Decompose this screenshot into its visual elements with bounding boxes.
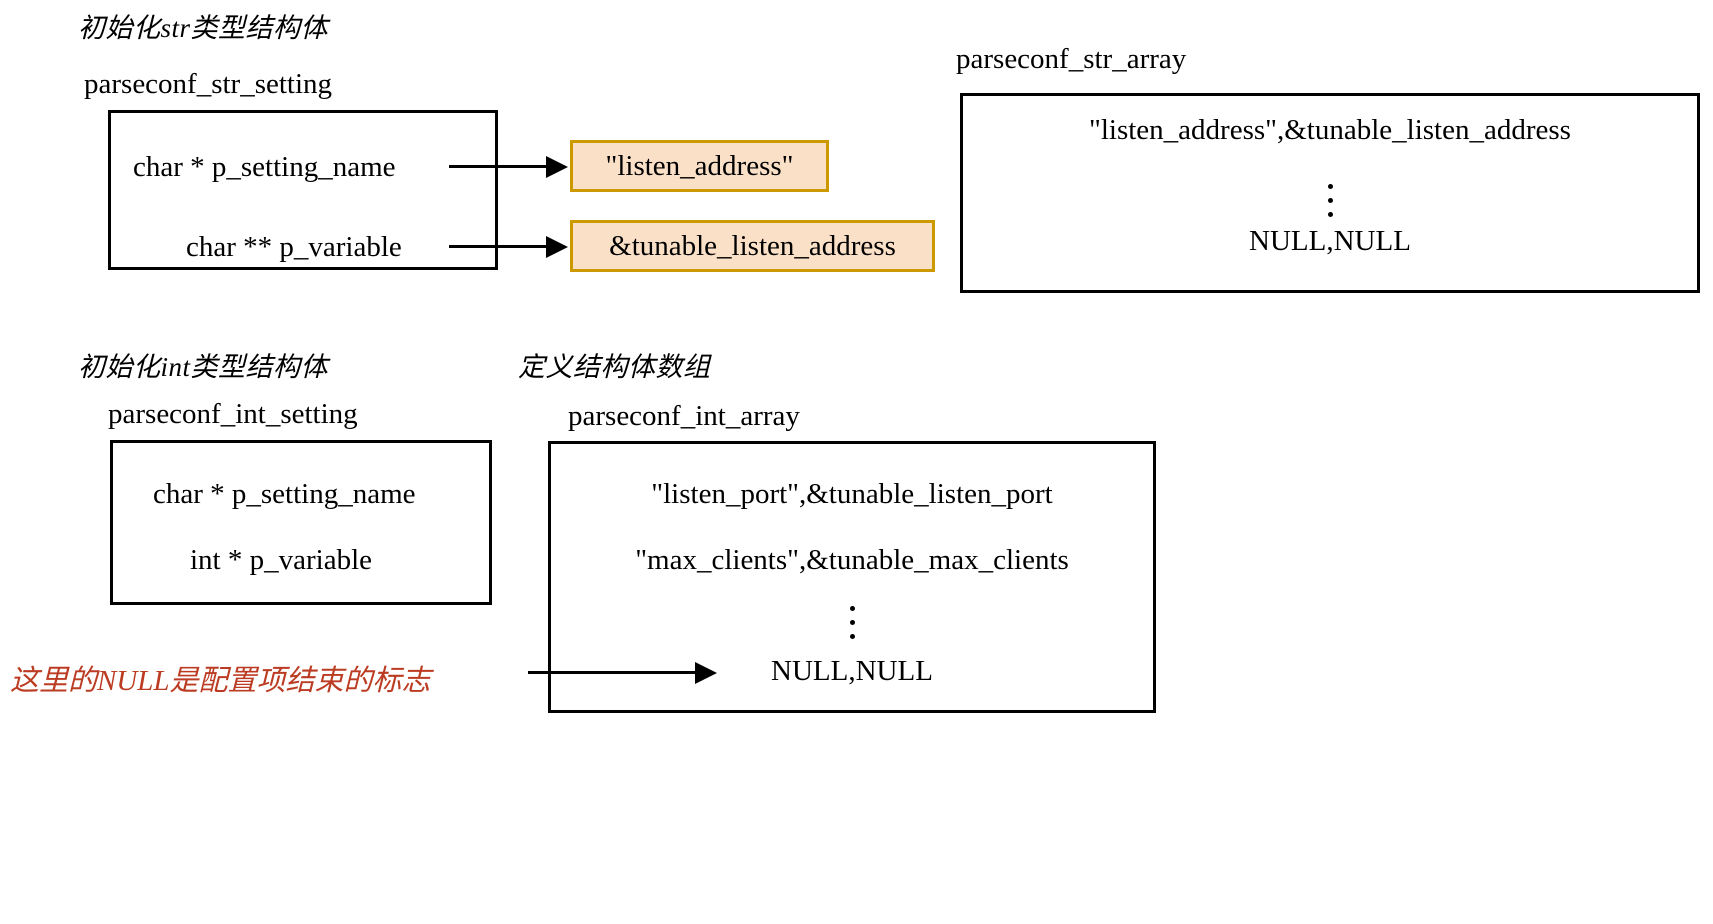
field-p-setting-name-str: char * p_setting_name — [133, 151, 396, 183]
ellipsis-vertical-str-array — [960, 184, 1700, 226]
array-box-parseconf-str-array — [960, 93, 1700, 293]
arrow-line-setting-name — [449, 165, 561, 168]
arrow-head-p-variable — [546, 236, 568, 258]
annotation-null-terminator: 这里的NULL是配置项结束的标志 — [10, 665, 431, 697]
array-entry-str-1: NULL,NULL — [1249, 225, 1411, 257]
field-p-variable-int: int * p_variable — [190, 544, 373, 576]
array-entry-int-2: NULL,NULL — [771, 655, 933, 687]
array-box-parseconf-int-array — [548, 441, 1156, 713]
array-label-parseconf-int-array: parseconf_int_array — [568, 400, 800, 432]
highlight-tunable-listen-address: &tunable_listen_address — [570, 220, 935, 272]
ellipsis-vertical-int-array — [548, 606, 1156, 648]
arrow-line-p-variable — [449, 245, 561, 248]
struct-box-parseconf-str-setting — [108, 110, 498, 270]
array-label-parseconf-str-array: parseconf_str_array — [956, 43, 1187, 75]
highlight-listen-address-string: "listen_address" — [570, 140, 829, 192]
field-p-setting-name-int: char * p_setting_name — [153, 478, 416, 510]
array-entry-int-0: "listen_port",&tunable_listen_port — [651, 478, 1053, 510]
field-p-variable-str: char ** p_variable — [186, 231, 402, 263]
array-entry-str-0: "listen_address",&tunable_listen_address — [1089, 114, 1571, 146]
section-title-int: 初始化int类型结构体 — [78, 352, 329, 382]
section-title-array: 定义结构体数组 — [518, 352, 711, 382]
struct-box-parseconf-int-setting — [110, 440, 492, 605]
struct-label-parseconf-str-setting: parseconf_str_setting — [84, 68, 333, 100]
arrow-line-null-annotation — [528, 671, 708, 674]
section-title-str: 初始化str类型结构体 — [78, 13, 329, 43]
struct-label-parseconf-int-setting: parseconf_int_setting — [108, 398, 358, 430]
arrow-head-null-annotation — [695, 662, 717, 684]
array-entry-int-1: "max_clients",&tunable_max_clients — [635, 544, 1069, 576]
arrow-head-setting-name — [546, 156, 568, 178]
